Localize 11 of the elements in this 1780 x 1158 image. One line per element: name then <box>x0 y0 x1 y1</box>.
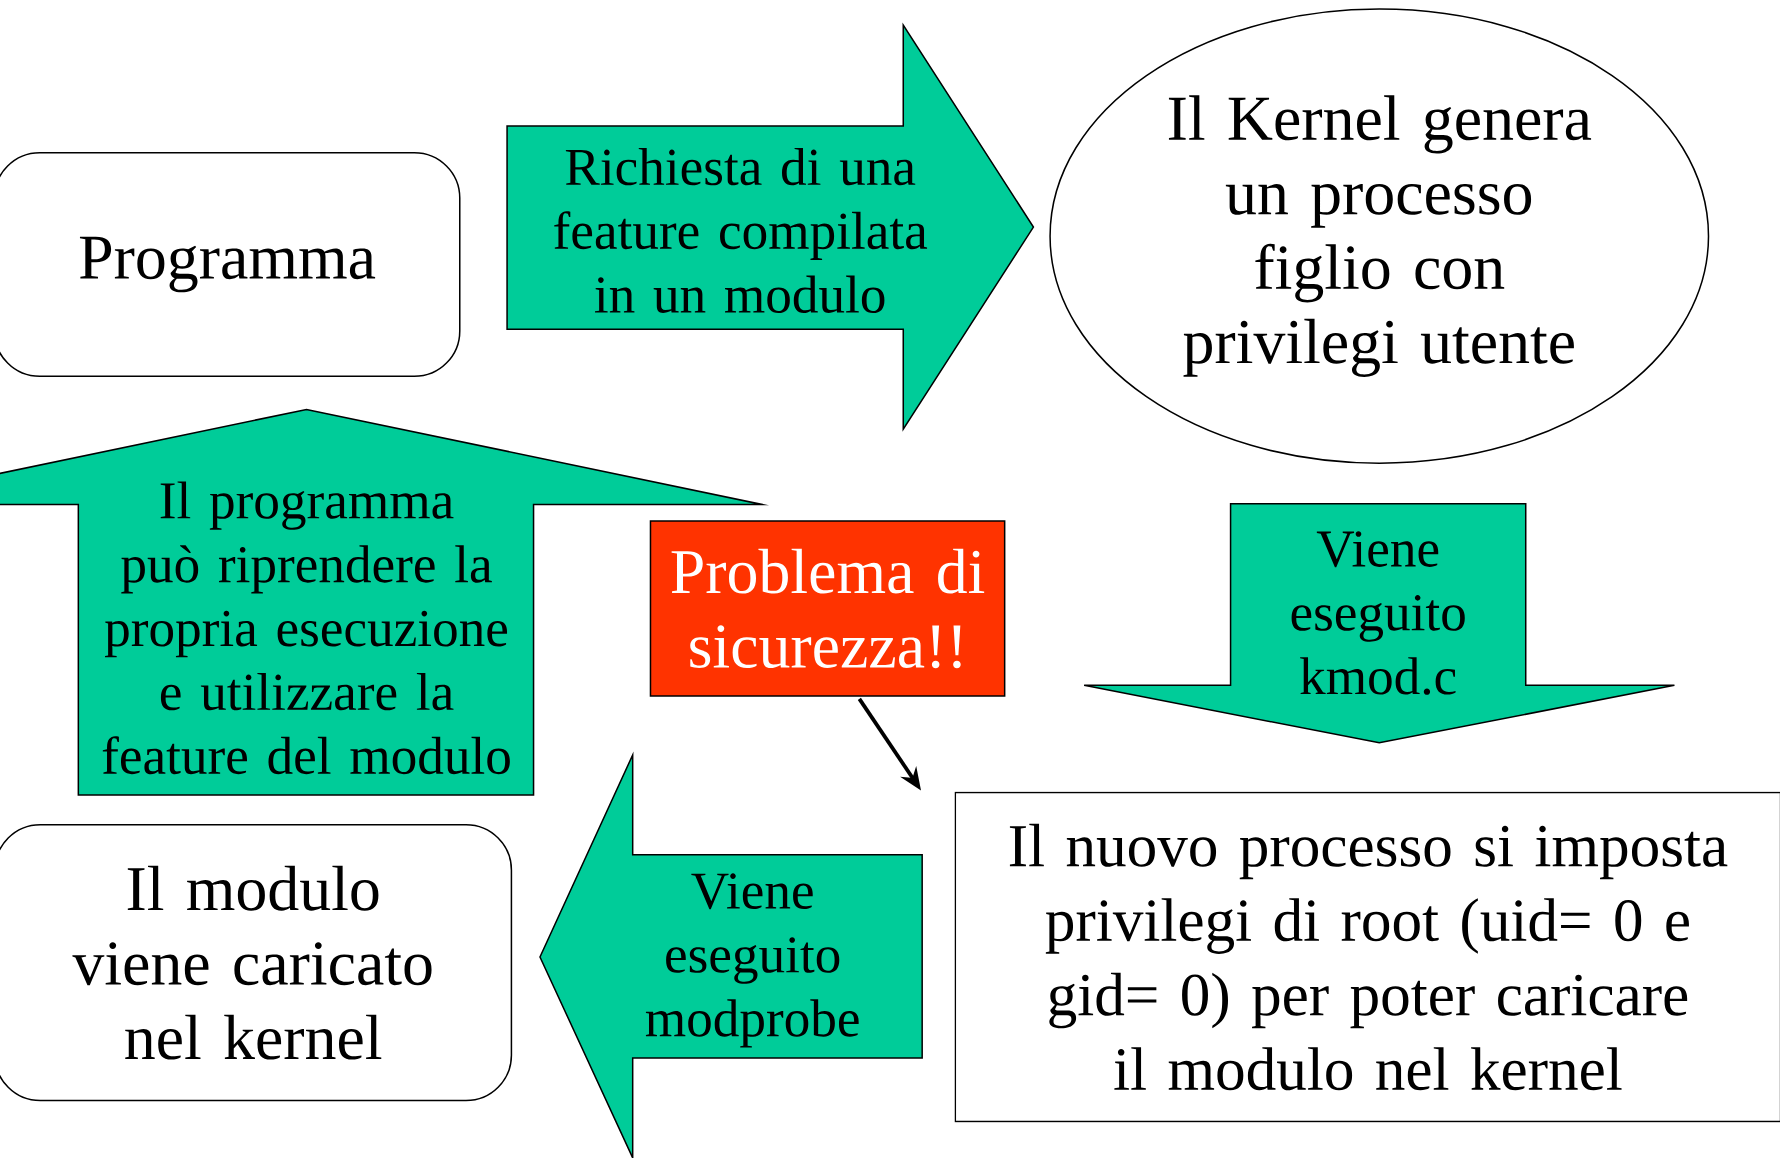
block-arrow <box>539 751 923 1158</box>
arrow-label: Il programma può riprendere la propria esecuzione e utilizzare la feature del modulo <box>102 481 510 775</box>
rounded-box: Il modulo viene caricato nel kernel <box>0 824 513 1102</box>
arrow-label: Richiesta di una feature compilata in un modulo <box>554 147 928 314</box>
block-arrow <box>1083 502 1676 744</box>
arrow-label: Viene eseguito kmod.c <box>1291 531 1465 695</box>
block-arrow <box>506 22 1035 432</box>
warning-box: Problema di sicurezza!! <box>649 520 1006 697</box>
rounded-box: Programma <box>0 152 461 378</box>
text-box: Il nuovo processo si imposta privilegi di root (uid= 0 e gid= 0) per poter caricare il modulo nel kernel <box>954 791 1780 1123</box>
arrow-label: Viene eseguito modprobe <box>645 873 859 1048</box>
